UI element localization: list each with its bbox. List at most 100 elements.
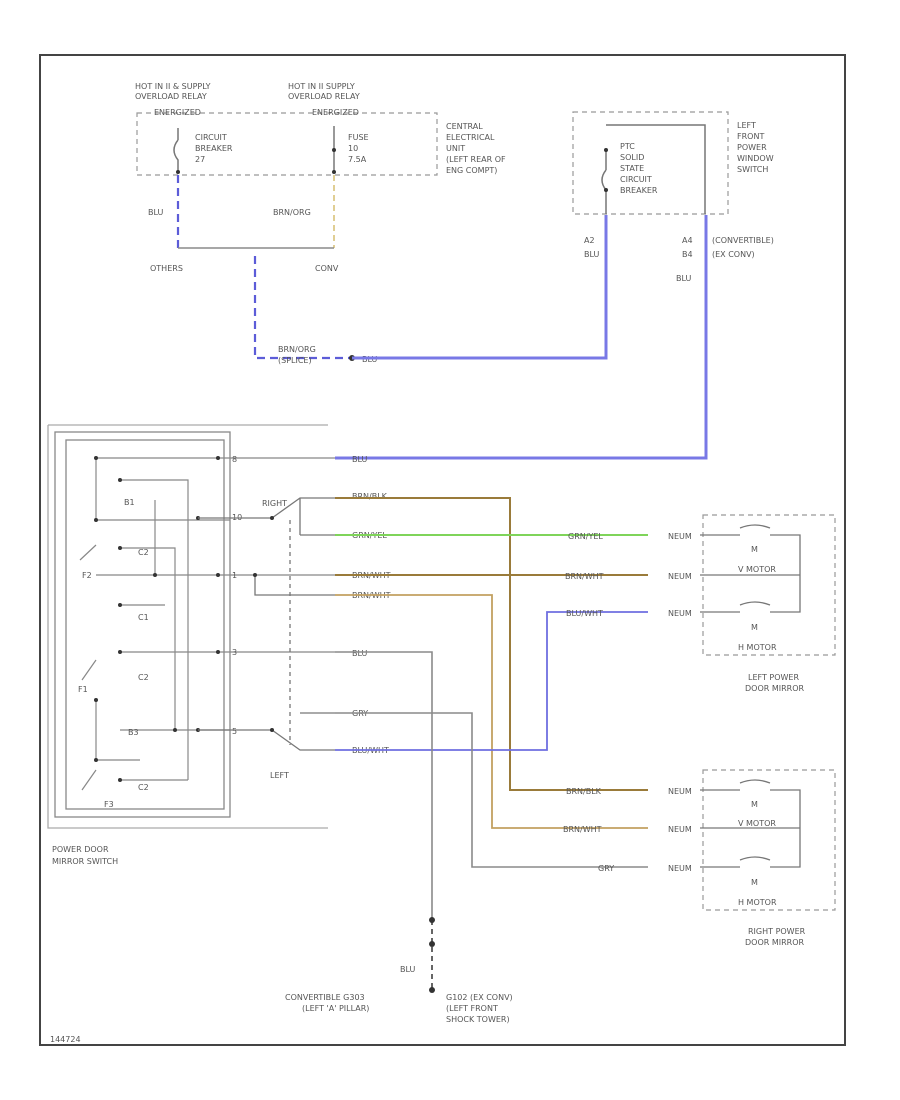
- svg-text:PTC: PTC: [620, 142, 635, 151]
- fuse-label: FUSE 10 7.5A: [348, 133, 369, 164]
- svg-text:LEFT: LEFT: [737, 121, 756, 130]
- svg-text:UNIT: UNIT: [446, 144, 465, 153]
- svg-text:CENTRAL: CENTRAL: [446, 122, 483, 131]
- central-unit-label: CENTRAL ELECTRICAL UNIT (LEFT REAR OF EN…: [446, 122, 506, 175]
- mirror-switch-label: POWER DOOR MIRROR SWITCH: [52, 845, 118, 866]
- pin-a2: A2: [584, 236, 595, 245]
- svg-text:B3: B3: [128, 728, 139, 737]
- circuit-breaker-label: CIRCUIT BREAKER 27: [195, 133, 233, 164]
- svg-text:(EX CONV): (EX CONV): [712, 250, 755, 259]
- svg-text:FRONT: FRONT: [737, 132, 764, 141]
- svg-text:CONVERTIBLE G303: CONVERTIBLE G303: [285, 993, 365, 1002]
- ground-blu-label: BLU: [400, 965, 416, 974]
- svg-text:F3: F3: [104, 800, 114, 809]
- svg-text:1: 1: [232, 571, 237, 580]
- svg-text:WINDOW: WINDOW: [737, 154, 774, 163]
- wire-brn-blk: [335, 497, 648, 791]
- svg-text:CIRCUIT: CIRCUIT: [620, 175, 652, 184]
- right-mirror-wiring: [700, 779, 801, 868]
- window-switch-label: LEFT FRONT POWER WINDOW SWITCH: [737, 121, 774, 174]
- right-label: RIGHT: [262, 499, 287, 508]
- svg-text:C2: C2: [138, 548, 149, 557]
- mirror-switch-pins: 8 10 1 3 5: [232, 455, 242, 736]
- right-mirror-motor-v: M: [751, 800, 758, 809]
- svg-text:BRN/BLK: BRN/BLK: [352, 492, 388, 501]
- left-label: LEFT: [270, 771, 289, 780]
- mirror-switch-contacts: [79, 457, 335, 791]
- mirror-switch-outer: [54, 431, 231, 818]
- svg-text:OVERLOAD RELAY: OVERLOAD RELAY: [288, 92, 360, 101]
- lm-brn-wht: BRN/WHT: [565, 572, 604, 581]
- svg-text:NEUM: NEUM: [668, 532, 692, 541]
- wire-blu-to-splice: [253, 256, 350, 360]
- right-left-selector: [198, 497, 335, 751]
- right-h-motor-label: H MOTOR: [738, 898, 777, 907]
- wire-gry: [335, 712, 648, 868]
- svg-text:OVERLOAD RELAY: OVERLOAD RELAY: [135, 92, 207, 101]
- svg-text:3: 3: [232, 648, 237, 657]
- wire-blu-ground: [335, 651, 433, 920]
- svg-text:C1: C1: [138, 613, 149, 622]
- fuse-symbol: [332, 126, 336, 174]
- right-left-dots: [253, 516, 274, 732]
- right-mirror-connectors: NEUM NEUM NEUM: [668, 787, 692, 873]
- switch-wire-labels: BLU BRN/BLK GRN/YEL BRN/WHT BRN/WHT BLU …: [352, 455, 391, 755]
- svg-text:LEFT POWER: LEFT POWER: [748, 673, 799, 682]
- ground-ex-label: G102 (EX CONV) (LEFT FRONT SHOCK TOWER): [446, 993, 513, 1024]
- left-mirror-label: LEFT POWER DOOR MIRROR: [745, 673, 805, 693]
- svg-text:SWITCH: SWITCH: [737, 165, 768, 174]
- svg-text:B1: B1: [124, 498, 135, 507]
- diagram-frame: [39, 54, 846, 1046]
- blu-a2: BLU: [584, 250, 600, 259]
- ptc-breaker-label: PTC SOLID STATE CIRCUIT BREAKER: [620, 142, 658, 195]
- right-v-motor-label: V MOTOR: [738, 819, 776, 828]
- svg-text:F1: F1: [78, 685, 88, 694]
- mirror-switch-inner: [65, 439, 225, 810]
- wire-blu-1-label: BLU: [148, 208, 164, 217]
- hot-supply-2-label: HOT IN II SUPPLY OVERLOAD RELAY ENERGIZE…: [288, 82, 360, 117]
- left-h-motor-label: H MOTOR: [738, 643, 777, 652]
- blu-b4: BLU: [676, 274, 692, 283]
- convertible-ex-label: (CONVERTIBLE) (EX CONV): [712, 236, 774, 259]
- figure-code: 144724: [50, 1035, 81, 1044]
- svg-text:BREAKER: BREAKER: [195, 144, 233, 153]
- svg-text:RIGHT POWER: RIGHT POWER: [748, 927, 806, 936]
- pin-a4: A4: [682, 236, 693, 245]
- svg-text:(LEFT 'A' PILLAR): (LEFT 'A' PILLAR): [302, 1004, 369, 1013]
- svg-text:(LEFT FRONT: (LEFT FRONT: [446, 1004, 498, 1013]
- wire-blu-wht: [335, 611, 648, 751]
- svg-text:NEUM: NEUM: [668, 864, 692, 873]
- svg-text:HOT IN II & SUPPLY: HOT IN II & SUPPLY: [135, 82, 211, 91]
- left-mirror-wiring: [700, 524, 801, 613]
- svg-text:DOOR MIRROR: DOOR MIRROR: [745, 938, 805, 947]
- svg-text:POWER DOOR: POWER DOOR: [52, 845, 109, 854]
- svg-text:ELECTRICAL: ELECTRICAL: [446, 133, 495, 142]
- svg-text:10: 10: [348, 144, 358, 153]
- left-mirror-connectors: NEUM NEUM NEUM: [668, 532, 692, 618]
- svg-text:G102 (EX CONV): G102 (EX CONV): [446, 993, 513, 1002]
- svg-text:C2: C2: [138, 673, 149, 682]
- pin-b4: B4: [682, 250, 693, 259]
- svg-text:(CONVERTIBLE): (CONVERTIBLE): [712, 236, 774, 245]
- svg-text:MIRROR SWITCH: MIRROR SWITCH: [52, 857, 118, 866]
- svg-text:NEUM: NEUM: [668, 572, 692, 581]
- central-unit-box: [136, 112, 438, 176]
- svg-text:BLU: BLU: [352, 649, 368, 658]
- svg-text:ENERGIZED: ENERGIZED: [154, 108, 201, 117]
- svg-text:BREAKER: BREAKER: [620, 186, 658, 195]
- svg-text:NEUM: NEUM: [668, 787, 692, 796]
- others-label: OTHERS: [150, 264, 183, 273]
- circuit-breaker-symbol: [173, 128, 180, 174]
- svg-text:SOLID: SOLID: [620, 153, 644, 162]
- svg-text:NEUM: NEUM: [668, 825, 692, 834]
- wire-blu-a2: [352, 215, 608, 360]
- svg-text:NEUM: NEUM: [668, 609, 692, 618]
- wire-brn-wht-right: [335, 594, 648, 829]
- svg-text:7.5A: 7.5A: [348, 155, 367, 164]
- svg-text:FUSE: FUSE: [348, 133, 369, 142]
- window-switch-box: [572, 111, 729, 215]
- svg-text:27: 27: [195, 155, 205, 164]
- rm-brn-blk: BRN/BLK: [566, 787, 602, 796]
- svg-text:F2: F2: [82, 571, 92, 580]
